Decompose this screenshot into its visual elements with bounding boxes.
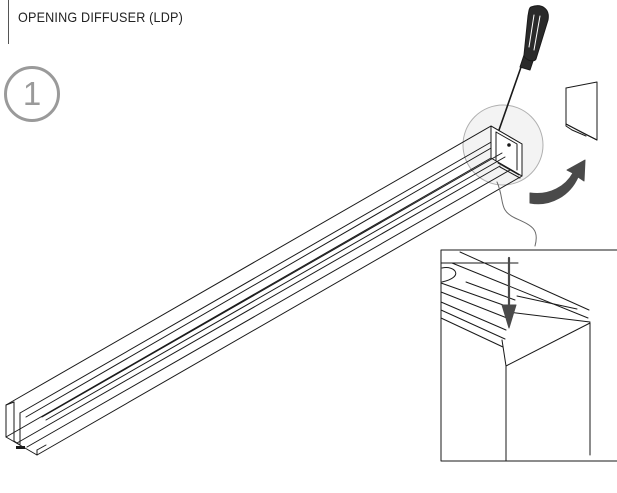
detail-leader-line [496, 181, 537, 247]
curved-arrow-icon [529, 159, 586, 205]
page-title: OPENING DIFFUSER (LDP) [18, 9, 183, 25]
detail-inset-view [440, 251, 591, 462]
end-cap-part [565, 81, 598, 141]
screwdriver-icon [498, 5, 549, 131]
step-number: 1 [22, 75, 42, 112]
detail-inset-frame [440, 249, 617, 462]
down-arrow-icon [501, 256, 517, 329]
title-marker [0, 0, 9, 44]
profile-body [5, 125, 523, 456]
step-badge: 1 [4, 66, 60, 122]
